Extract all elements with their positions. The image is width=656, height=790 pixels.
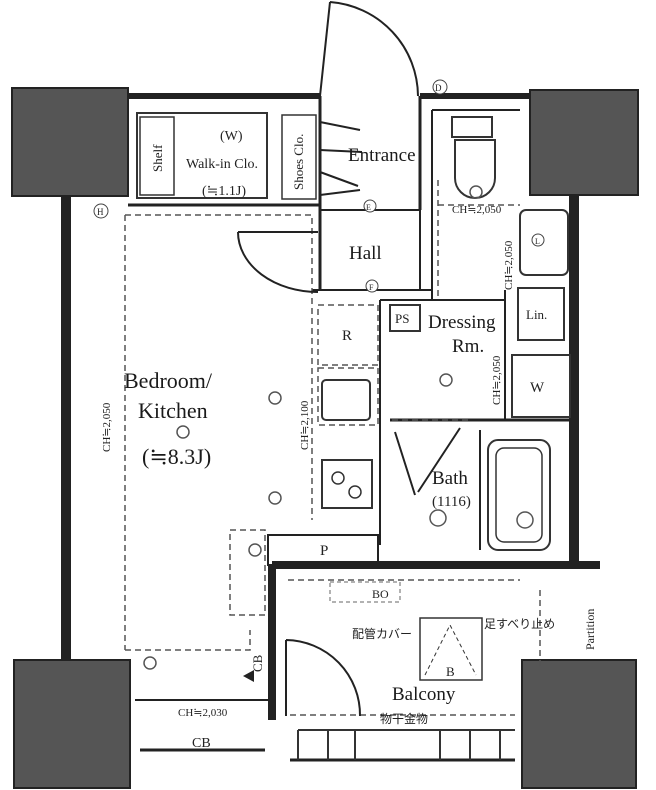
walkin-size-label: (≒1.1J) [202,184,246,199]
entrance-label: Entrance [348,145,416,166]
w-label: W [530,380,545,396]
shoes-label: Shoes Clo. [291,134,306,190]
light-symbols [143,185,534,670]
walkin-closet-box [136,112,268,199]
sink [321,379,371,421]
ch-kitchen-label: CH≒2,100 [299,400,311,450]
circled-symbols: D E F H L [93,79,545,293]
lin-label: Lin. [526,307,547,322]
walls [61,93,600,762]
ch-bottom-label: CH≒2,030 [178,707,228,719]
r-label: R [342,328,352,344]
bo-label: BO [372,587,389,601]
laundry-note: 物干金物 [380,711,428,726]
ps-label: PS [395,311,409,326]
shoes-box [281,114,317,200]
cb-side-label: CB [250,654,265,672]
bathtub-inner [495,447,543,543]
symbol-h: H [97,207,104,217]
entrance-door [319,1,419,97]
toilet-tank [451,116,493,138]
bath-label: Bath [432,468,468,489]
anti-slip-note: 足すべり止め [484,617,555,631]
balcony-label: Balcony [392,684,456,705]
burner-2 [348,485,362,499]
dashed-outlines [124,180,541,716]
bo-box [329,581,401,603]
walkin-w-label: (W) [220,129,243,144]
washer-box [511,354,571,418]
bedroom-size-label: (≒8.3J) [142,444,211,469]
cooktop [321,459,373,509]
symbol-d: D [435,83,442,93]
piping-box [419,617,483,681]
ch-dressing-label: CH≒2,050 [491,355,503,405]
ps-box [389,304,421,332]
column-top-left [11,87,129,197]
column-bottom-left [13,659,131,789]
ch-wash-label: CH≒2,050 [503,240,515,290]
p-label: P [320,543,328,559]
toilet-bowl [454,139,496,199]
walkin-label: Walk-in Clo. [186,157,258,172]
ch-bedroom-label: CH≒2,050 [101,402,113,452]
symbol-l: L [535,237,540,246]
burner-1 [331,471,345,485]
balcony-door [285,639,362,717]
dressing-label-1: Dressing [428,312,496,333]
partition-label: Partition [583,609,597,650]
wash-basin [519,209,569,276]
symbol-f: F [369,283,374,292]
bedroom-label-1: Bedroom/ [124,368,213,393]
dressing-label-2: Rm. [452,336,484,357]
cb-bottom-label: CB [192,736,211,751]
bedroom-label-2: Kitchen [138,398,208,423]
piping-cover-note: 配管カバー [352,626,412,641]
shoes-door [319,121,363,196]
hall-door [237,231,319,293]
shelf-box [139,116,175,196]
column-top-right [529,89,639,196]
linen-box [517,287,565,341]
piping-box-mark [424,623,477,676]
bath-door [394,427,461,496]
balcony-rail [297,729,515,760]
bath-size-label: (1116) [432,494,471,510]
symbol-e: E [366,203,371,212]
shelf-label: Shelf [150,144,165,172]
arrow-cb [243,670,254,682]
ch-toilet-label: CH≒2,050 [452,204,502,216]
bathtub [487,439,551,551]
hall-label: Hall [349,243,382,264]
b-label: B [446,664,455,679]
column-bottom-right [521,659,637,789]
